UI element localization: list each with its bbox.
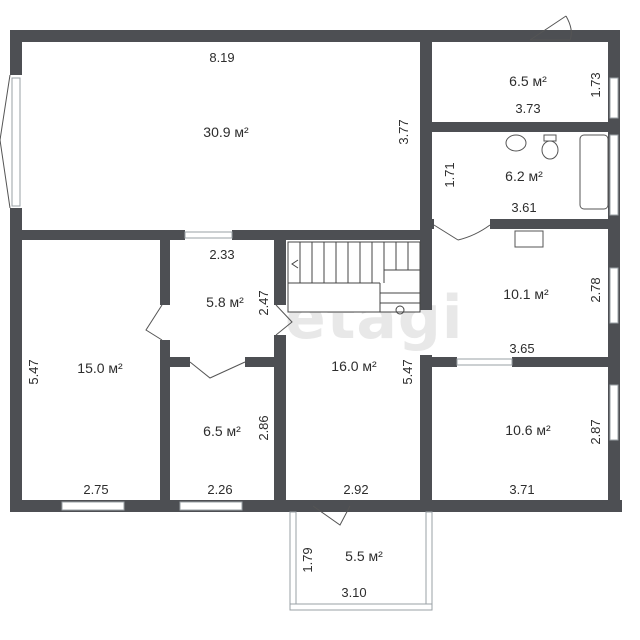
door-living-left	[0, 74, 11, 209]
wall-bath-bottom-right	[490, 219, 620, 229]
staircase	[287, 241, 421, 315]
window-right-bottom	[609, 384, 619, 441]
bathroom-fixtures	[505, 134, 609, 248]
wall-center-vertical-upper	[420, 30, 432, 310]
hall-depth: 5.47	[400, 359, 415, 384]
closet-upper-width: 2.33	[209, 247, 234, 262]
wall-hall-left-upper	[274, 230, 286, 305]
wall-left-lower	[10, 208, 22, 510]
porch	[289, 511, 433, 611]
door-porch	[312, 505, 351, 526]
window-left-living	[11, 77, 21, 207]
top-right-depth: 1.73	[588, 72, 603, 97]
closet-lower-depth: 2.86	[256, 415, 271, 440]
wall-top-right	[420, 30, 620, 42]
window-bottom-closet	[179, 501, 243, 511]
right-middle-area: 10.1 м²	[503, 286, 549, 302]
door-top-right-arc	[565, 15, 572, 41]
window-right-inner	[456, 358, 513, 366]
toilet-tank-icon	[543, 134, 557, 142]
wall-closet-divider-left	[160, 357, 190, 367]
wall-top-right-room-bottom	[420, 122, 620, 132]
door-top-right	[529, 15, 570, 41]
porch-depth: 1.79	[300, 547, 315, 572]
wall-center-vertical-lower	[420, 355, 432, 512]
window-living-inner	[184, 231, 233, 239]
sink-icon	[505, 134, 527, 152]
porch-wall-bottom	[289, 603, 433, 611]
window-right-bath	[609, 134, 619, 216]
left-room-width: 2.75	[83, 482, 108, 497]
right-bottom-depth: 2.87	[588, 419, 603, 444]
toilet-icon	[541, 140, 559, 160]
wall-right-middle-bottom-right	[512, 357, 620, 367]
hall-area: 16.0 м²	[331, 358, 377, 374]
wall-bath-bottom-left	[420, 219, 434, 229]
right-bottom-width: 3.71	[509, 482, 534, 497]
top-right-width: 3.73	[515, 101, 540, 116]
window-right-middle	[609, 267, 619, 324]
porch-area: 5.5 м²	[345, 548, 383, 564]
living-width: 8.19	[209, 50, 234, 65]
closet-upper-depth: 2.47	[256, 290, 271, 315]
hall-width: 2.92	[343, 482, 368, 497]
doors	[0, 15, 572, 526]
wall-top-main	[10, 30, 530, 42]
wall-left-room-right-upper	[160, 230, 170, 305]
left-room-depth: 5.47	[26, 359, 41, 384]
wall-right-middle-bottom-left	[432, 357, 457, 367]
left-room-area: 15.0 м²	[77, 360, 123, 376]
right-middle-depth: 2.78	[588, 277, 603, 302]
bathroom-area: 6.2 м²	[505, 168, 543, 184]
porch-wall-left	[289, 511, 297, 611]
living-depth: 3.77	[396, 119, 411, 144]
closet-lower-area: 6.5 м²	[203, 423, 241, 439]
wall-left-room-right-lower	[160, 340, 170, 512]
right-middle-width: 3.65	[509, 341, 534, 356]
living-area: 30.9 м²	[203, 124, 249, 140]
wall-living-bottom-right	[232, 230, 422, 240]
door-closet-lower	[189, 361, 246, 379]
bathtub-icon	[579, 134, 609, 210]
porch-wall-right	[425, 511, 433, 611]
porch-width: 3.10	[341, 585, 366, 600]
window-bottom-left	[61, 501, 125, 511]
bathroom-depth: 1.71	[442, 162, 457, 187]
windows	[11, 77, 619, 511]
wall-living-bottom-left	[10, 230, 185, 240]
top-right-area: 6.5 м²	[509, 73, 547, 89]
bathroom-width: 3.61	[511, 200, 536, 215]
labels: 8.19 30.9 м² 3.77 6.5 м² 3.73 1.73 6.2 м…	[26, 50, 603, 600]
window-right-top	[609, 77, 619, 119]
shower-tray-icon	[514, 230, 544, 248]
door-left-room	[145, 304, 163, 341]
closet-lower-width: 2.26	[207, 482, 232, 497]
door-closet-upper	[275, 304, 293, 336]
door-bathroom	[433, 224, 491, 241]
wall-hall-left-lower	[274, 335, 286, 512]
right-bottom-area: 10.6 м²	[505, 422, 551, 438]
wall-closet-divider-right	[245, 357, 285, 367]
closet-upper-area: 5.8 м²	[206, 294, 244, 310]
wall-left-upper	[10, 30, 22, 75]
